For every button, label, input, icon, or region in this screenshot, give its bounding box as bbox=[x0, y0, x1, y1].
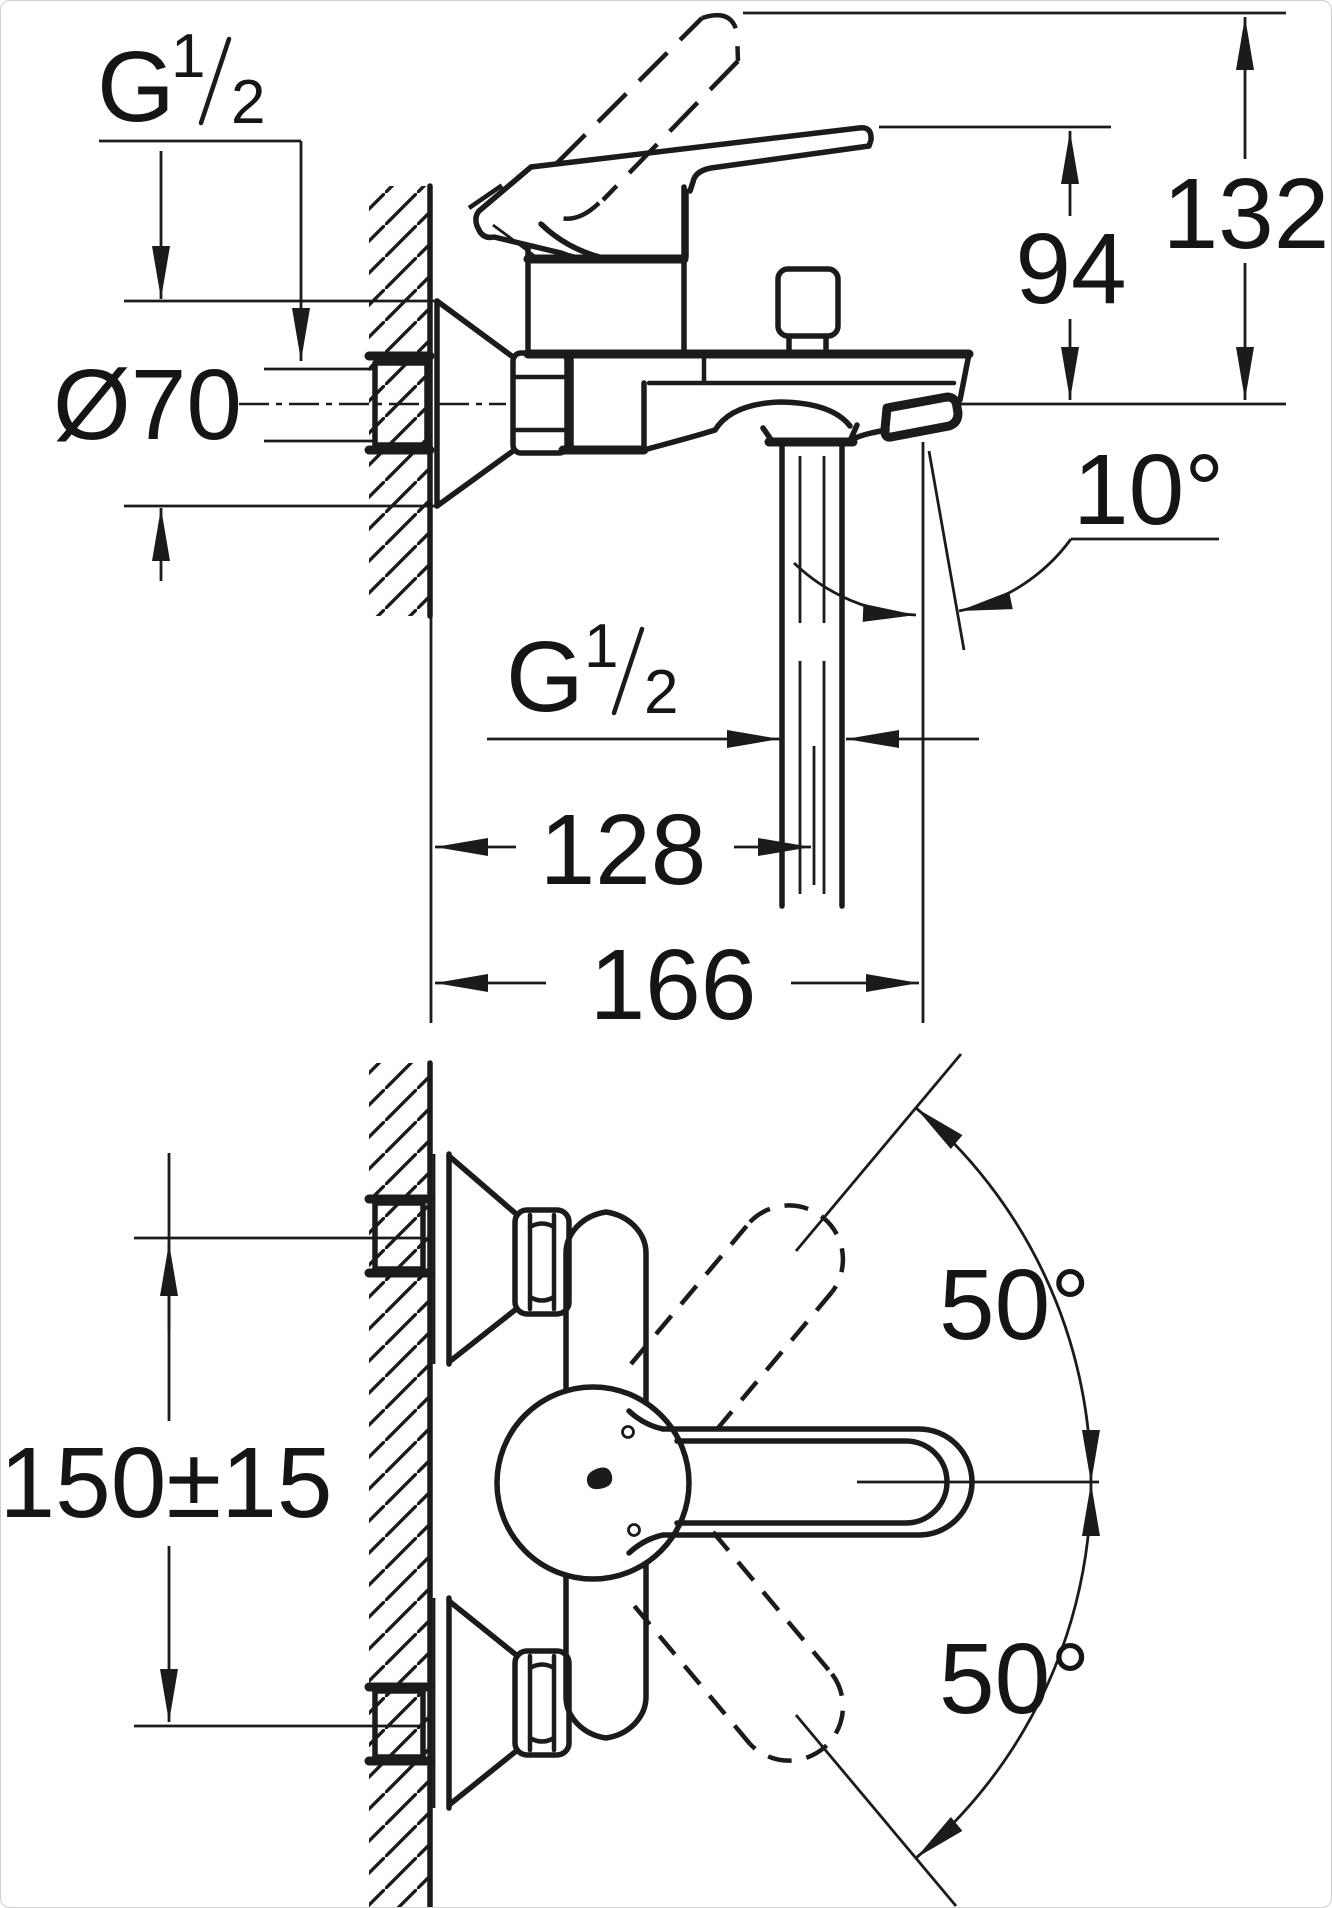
wall-hatch-front bbox=[369, 1063, 430, 1907]
flange-diameter-label: Ø70 bbox=[53, 349, 242, 461]
dim-94-label: 94 bbox=[1015, 213, 1126, 325]
cap-mark bbox=[586, 1467, 613, 1490]
swing-up-label: 50° bbox=[939, 1249, 1090, 1361]
spout-aerator bbox=[880, 392, 963, 442]
thread-label-top: G 1 2 bbox=[97, 22, 310, 361]
dim-128: 128 bbox=[435, 746, 816, 906]
dim-132: 132 bbox=[743, 11, 1330, 406]
dim-flange-diameter: Ø70 bbox=[53, 151, 435, 581]
lever-raised-dashed bbox=[467, 12, 741, 221]
thread-top-denominator: 2 bbox=[231, 68, 265, 137]
dim-150-label: 150±15 bbox=[1, 1427, 332, 1539]
dim-166: 166 bbox=[435, 929, 919, 1041]
dim-128-label: 128 bbox=[540, 794, 707, 906]
side-view: G 1 2 Ø70 94 132 bbox=[53, 11, 1330, 1041]
body-front bbox=[494, 1209, 692, 1741]
thread-mid-prefix: G bbox=[506, 621, 584, 733]
union-nut-side bbox=[510, 350, 570, 456]
shower-outlet-dome bbox=[712, 399, 853, 433]
lever-side bbox=[528, 125, 874, 194]
dome-arc bbox=[538, 221, 606, 261]
dim-132-label: 132 bbox=[1163, 158, 1330, 270]
swing-down-label: 50° bbox=[939, 1623, 1090, 1735]
spout-angle-label: 10° bbox=[1073, 434, 1224, 546]
lever-swing-down-dashed bbox=[629, 1530, 846, 1763]
diverter-knob bbox=[775, 266, 841, 356]
thread-top-prefix: G bbox=[97, 31, 175, 143]
dim-swing-angles: 50° 50° bbox=[794, 1053, 1100, 1907]
dim-spout-angle: 10° bbox=[793, 434, 1224, 1023]
lever-front bbox=[626, 1408, 1099, 1556]
dim-94: 94 bbox=[879, 125, 1127, 400]
upper-union bbox=[364, 1151, 572, 1367]
thread-mid-numerator: 1 bbox=[584, 612, 618, 681]
thread-mid-denominator: 2 bbox=[644, 658, 678, 727]
thread-top-numerator: 1 bbox=[171, 22, 205, 91]
wall-hatch-side bbox=[369, 186, 430, 616]
thread-label-mid: G 1 2 bbox=[487, 612, 979, 748]
lever-swing-up-dashed bbox=[629, 1203, 846, 1436]
front-view: 50° 50° 150±15 bbox=[1, 1053, 1100, 1907]
lever-cap-circle bbox=[494, 1384, 692, 1582]
dim-150: 150±15 bbox=[1, 1153, 421, 1728]
dim-166-label: 166 bbox=[590, 929, 757, 1041]
